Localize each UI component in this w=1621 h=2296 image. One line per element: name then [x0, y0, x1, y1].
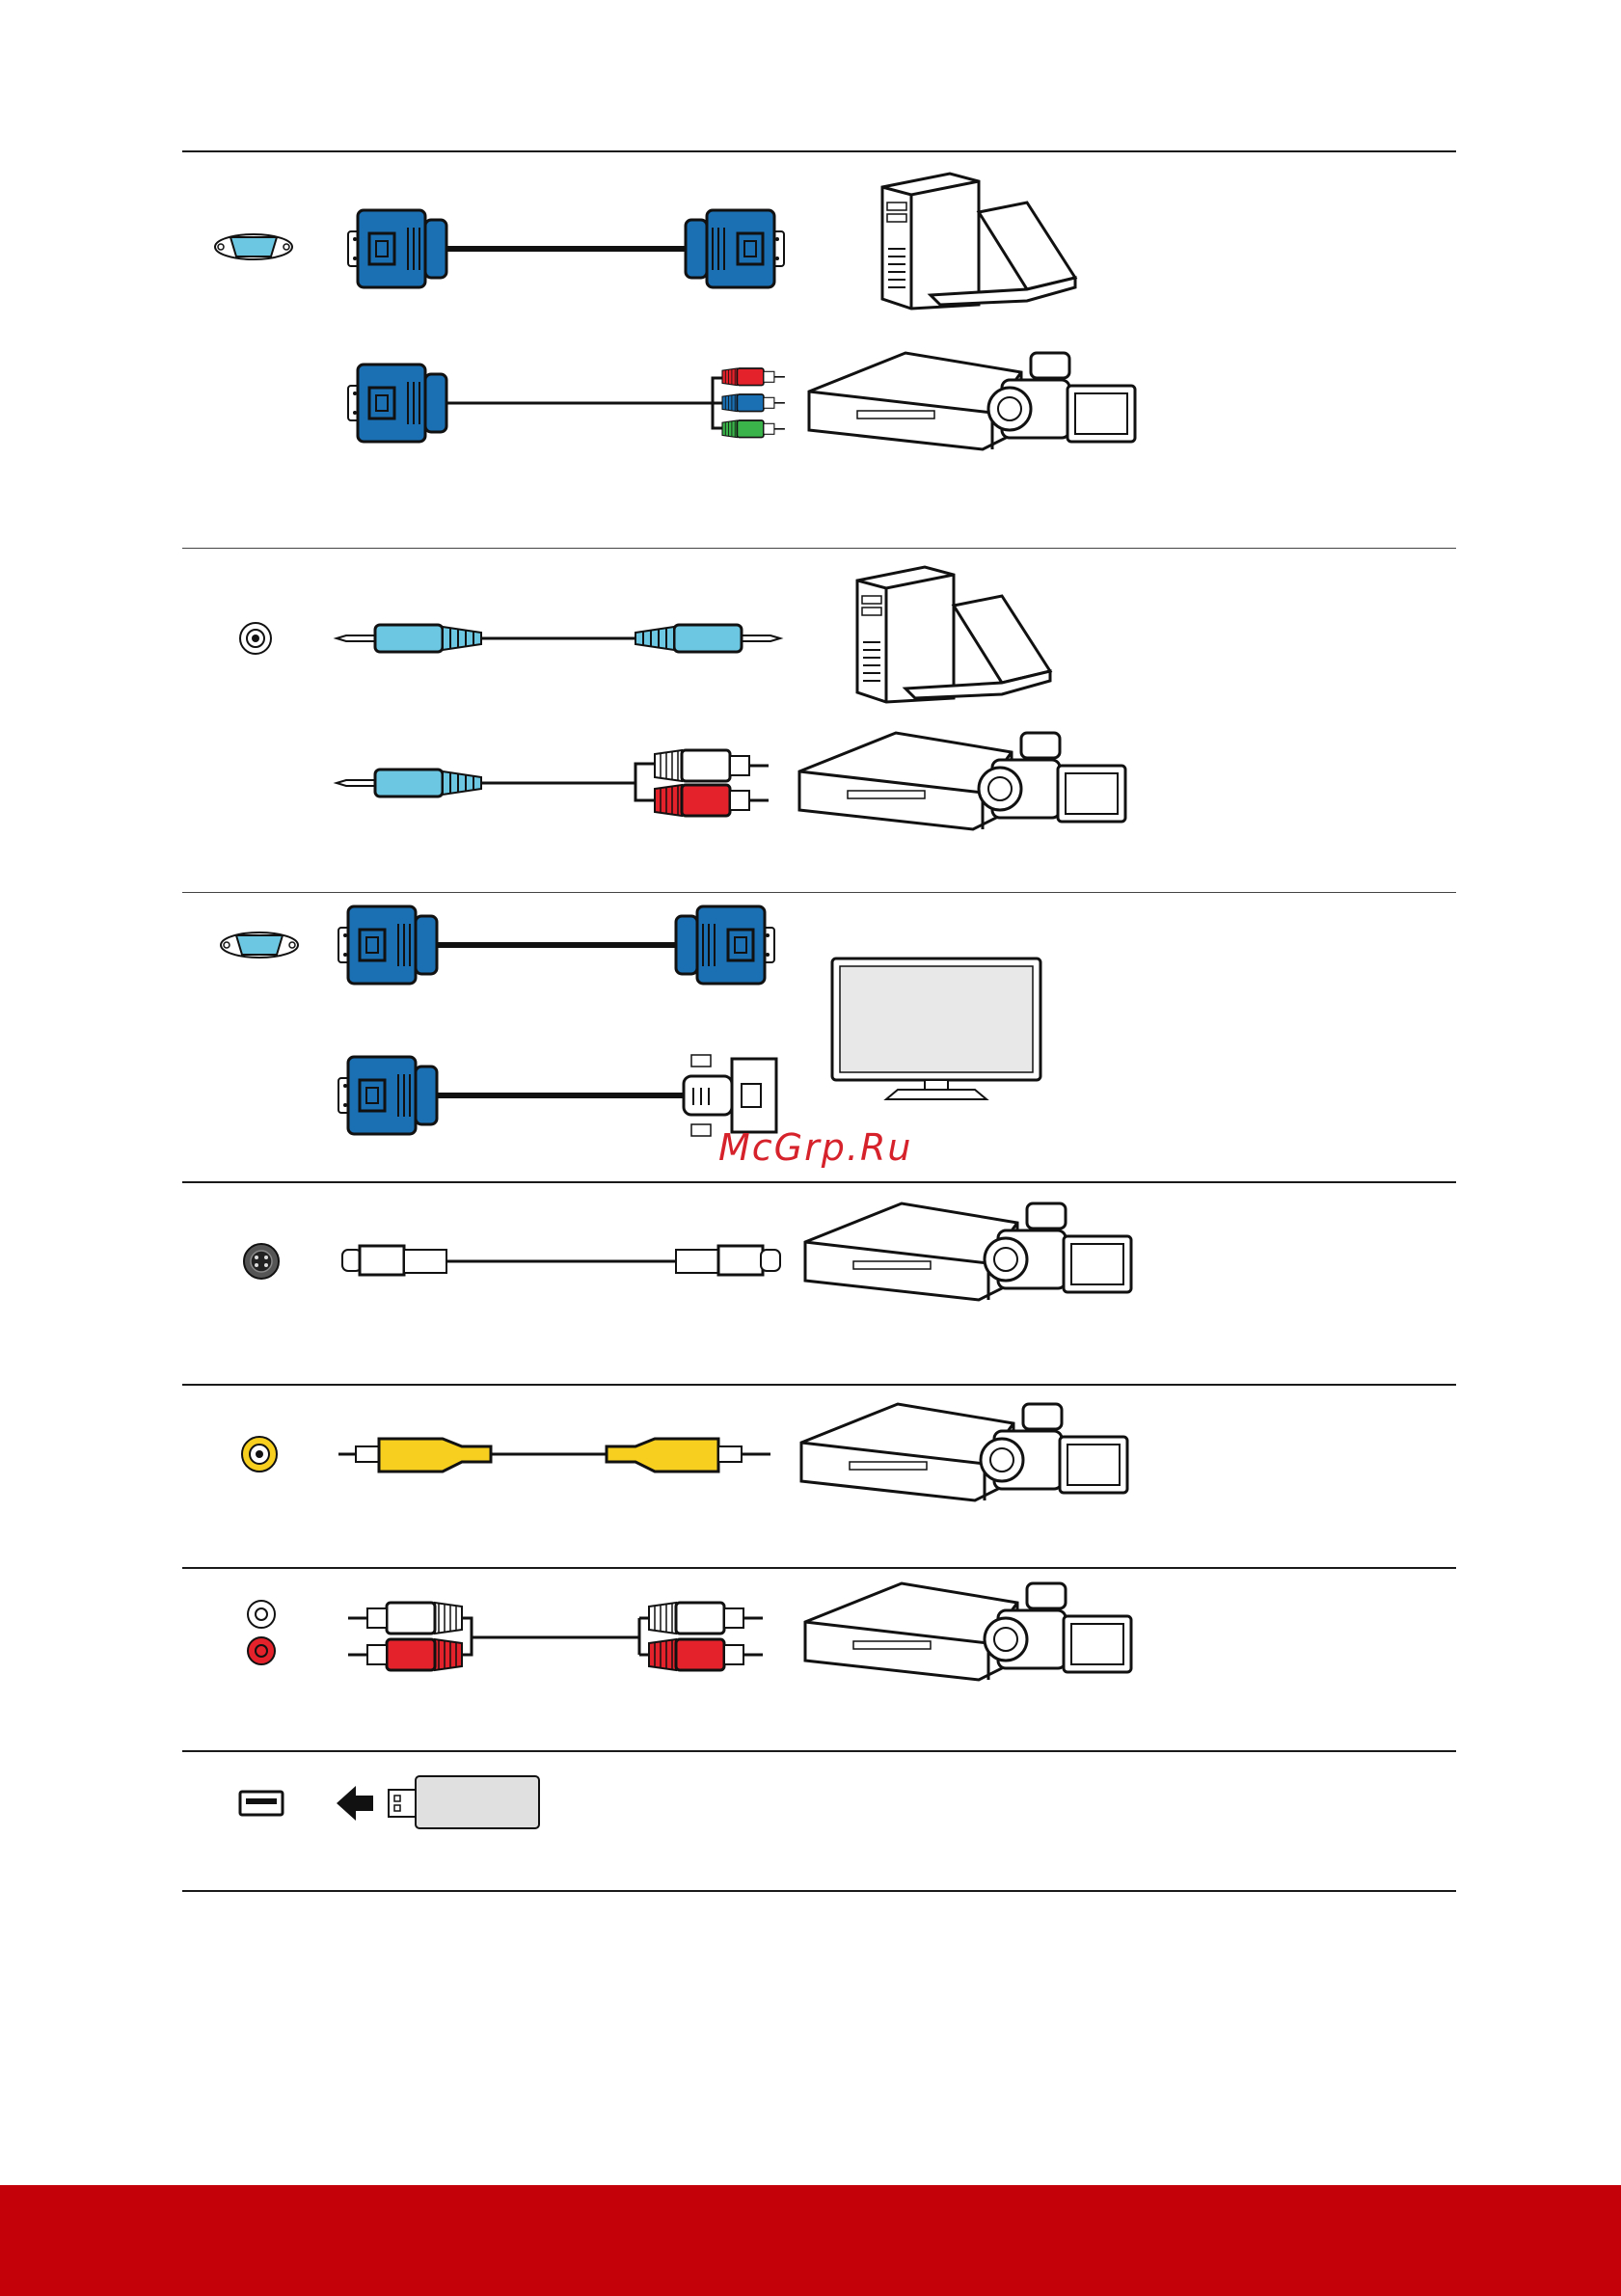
- composite-video-port-icon: [242, 1437, 277, 1472]
- row-divider: [182, 1181, 1456, 1183]
- rca-audio-port-icon: [248, 1601, 275, 1664]
- mini-jack-cable: [337, 625, 780, 652]
- connection-row-s-video: [182, 1184, 1456, 1382]
- computer-icon: [857, 567, 1050, 702]
- table-top-rule: [182, 150, 1456, 152]
- vga-out-port-icon: [221, 932, 298, 958]
- rca-audio-cable: [348, 1603, 763, 1670]
- computer-icon: [882, 174, 1075, 309]
- dvd-player-icon: [801, 1404, 1127, 1500]
- usb-port-icon: [240, 1792, 283, 1815]
- connection-row-rca-audio: [182, 1570, 1456, 1748]
- insert-arrow-icon: [337, 1786, 373, 1821]
- monitor-icon: [832, 959, 1040, 1099]
- usb-flash-drive: [389, 1776, 539, 1828]
- vga-to-dvi-cable: [338, 1055, 776, 1136]
- s-video-cable: [342, 1246, 780, 1275]
- row-divider: [182, 892, 1456, 893]
- connection-row-audio-in: [182, 550, 1456, 887]
- composite-video-cable: [338, 1439, 770, 1472]
- dvd-player-icon: [809, 353, 1135, 449]
- audio-in-port-icon: [240, 623, 271, 654]
- watermark: McGrp.Ru: [718, 1126, 912, 1169]
- footer-band: [0, 2185, 1621, 2296]
- connection-row-vga-in: [182, 154, 1456, 540]
- row-divider: [182, 548, 1456, 549]
- dvd-player-icon: [799, 733, 1125, 829]
- mini-jack-to-rca-cable: [337, 750, 769, 816]
- vga-in-port-icon: [215, 234, 292, 259]
- row-divider: [182, 1567, 1456, 1569]
- vga-to-component-cable: [348, 365, 785, 442]
- vga-to-vga-cable: [338, 906, 774, 984]
- connection-row-composite-video: [182, 1387, 1456, 1565]
- row-divider: [182, 1384, 1456, 1386]
- s-video-port-icon: [244, 1244, 279, 1279]
- vga-to-vga-cable: [348, 210, 784, 287]
- connection-row-usb: [182, 1753, 1456, 1888]
- dvd-player-icon: [805, 1203, 1131, 1300]
- row-divider: [182, 1750, 1456, 1752]
- dvd-player-icon: [805, 1583, 1131, 1680]
- table-bottom-rule: [182, 1890, 1456, 1892]
